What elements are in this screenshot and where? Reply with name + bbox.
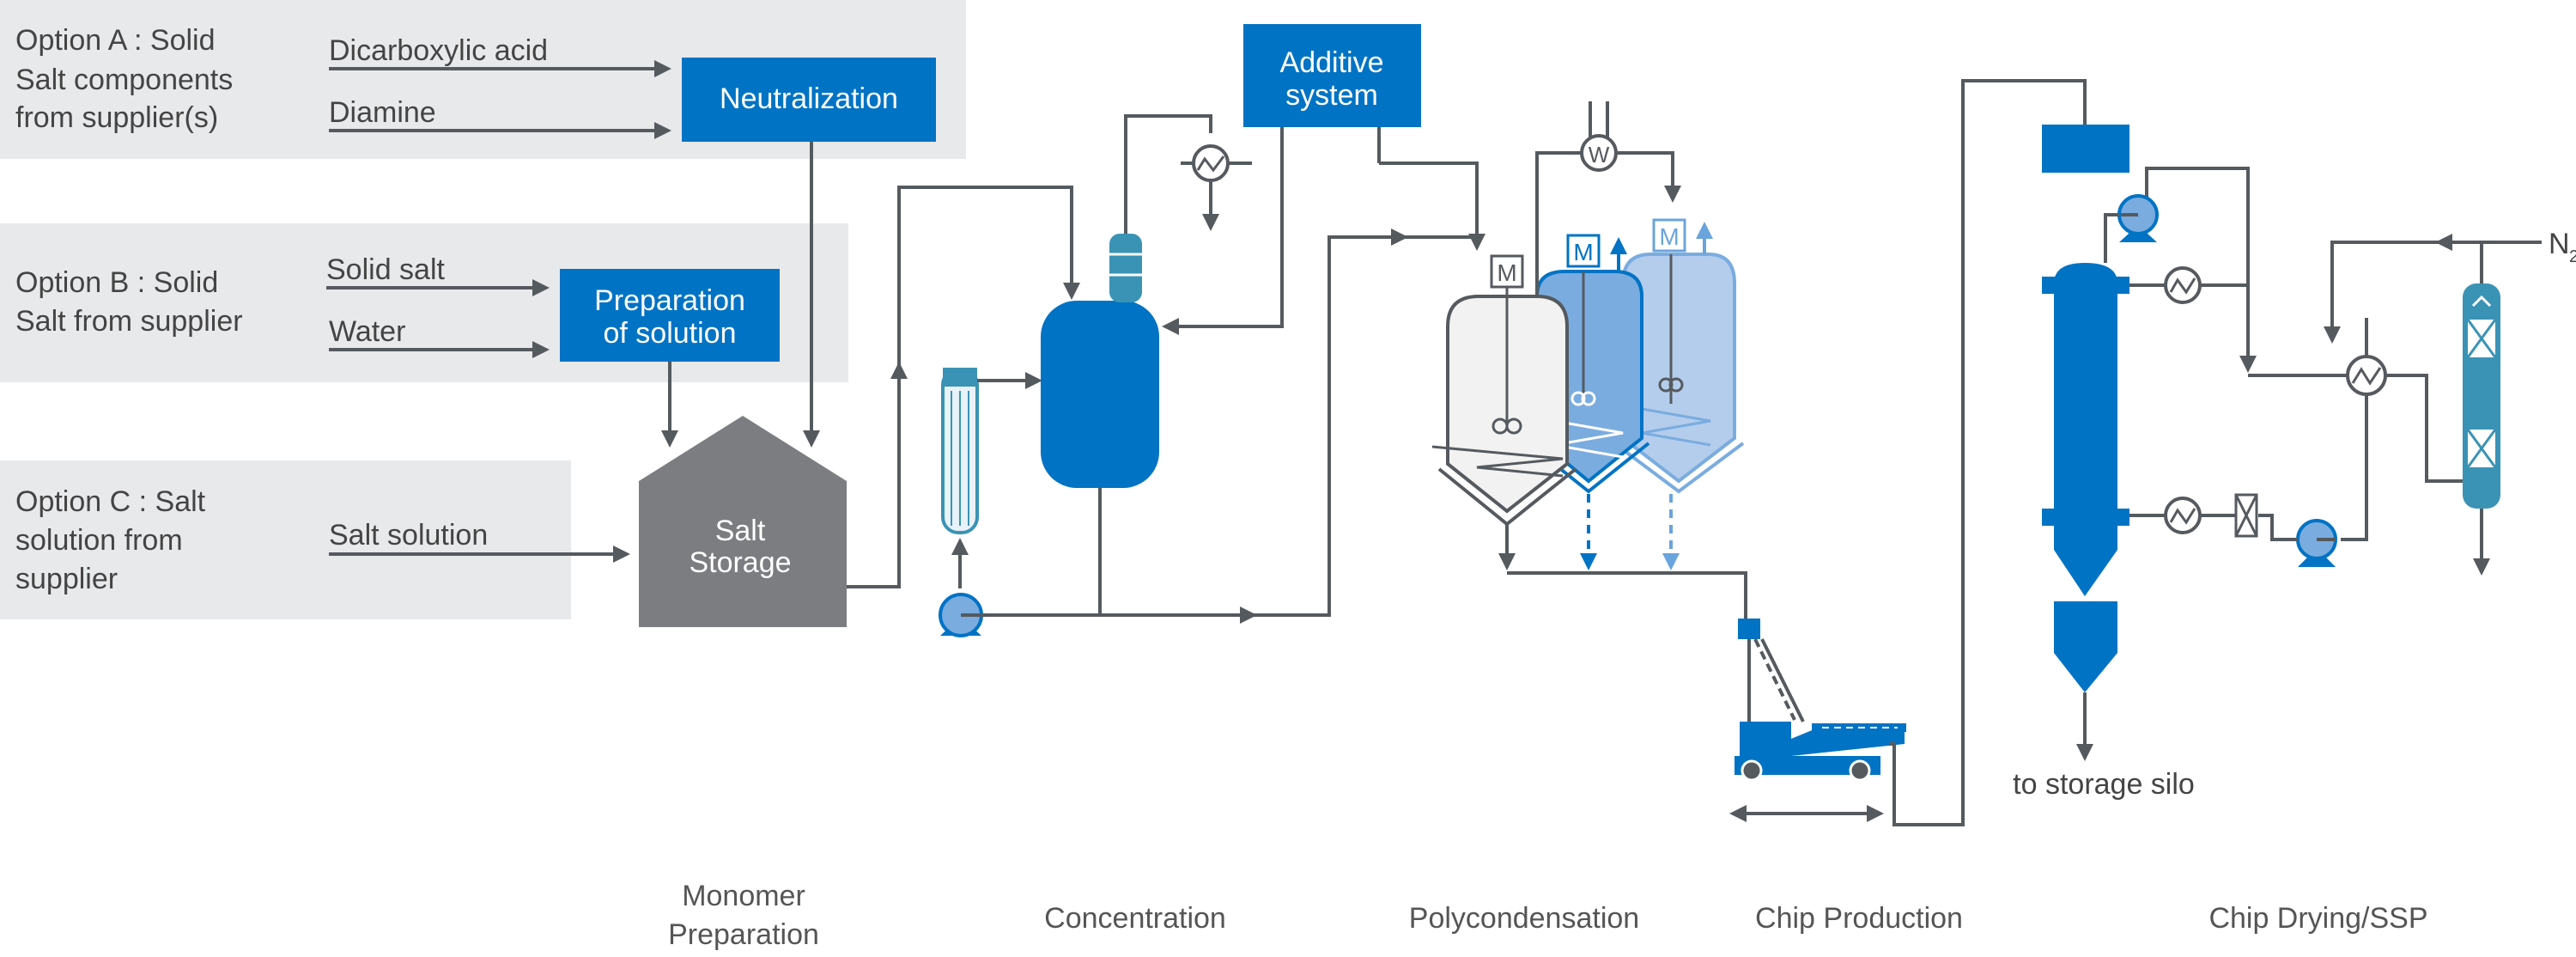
stage-monomer-line1: Monomer xyxy=(682,880,805,912)
additive-label-line2: system xyxy=(1285,79,1378,112)
stage-polycondensation: Polycondensation xyxy=(1409,902,1639,935)
preparation-label-line1: Preparation xyxy=(594,284,745,317)
cooler-top xyxy=(2054,601,2117,612)
gas-heater-zigzag xyxy=(2169,508,2196,525)
option-b-label-line1: Option B : Solid xyxy=(15,266,218,299)
input-diamine: Diamine xyxy=(329,96,436,129)
blower-bottom-icon xyxy=(2296,519,2337,567)
line-reactor-to-condenser xyxy=(1535,151,1582,296)
stage-chip-drying: Chip Drying/SSP xyxy=(2208,902,2427,935)
stage-concentration: Concentration xyxy=(1044,902,1226,935)
input-solid-salt: Solid salt xyxy=(326,253,446,286)
line-column-to-condenser xyxy=(1124,114,1212,234)
salt-storage-building xyxy=(639,416,847,627)
nitrogen-label: N xyxy=(2549,228,2570,260)
n2-purification-column xyxy=(2463,283,2500,509)
strand-die xyxy=(1738,619,1760,639)
option-a-label-line3: from supplier(s) xyxy=(15,101,218,134)
line-exchanger-down xyxy=(2341,394,2368,541)
line-gas-loop-right xyxy=(2200,283,2257,373)
motor-icon-1 xyxy=(1490,254,1524,289)
dryer-top-hopper xyxy=(2042,125,2129,173)
line-exchanger-to-column xyxy=(2385,374,2463,483)
input-dicarboxylic-acid: Dicarboxylic acid xyxy=(329,34,548,67)
option-a-label-line1: Option A : Solid xyxy=(15,24,216,57)
pelletizer-machine xyxy=(1735,722,1906,782)
gas-cooler-zigzag xyxy=(2169,277,2196,295)
motor-icon-2 xyxy=(1566,234,1601,268)
arrow-additive-to-concentrator xyxy=(1162,127,1284,335)
preparation-label-line2: of solution xyxy=(604,317,737,350)
neutralization-label: Neutralization xyxy=(720,82,898,115)
neutralization-box xyxy=(682,58,936,142)
strand-frame-right xyxy=(1760,638,1805,722)
arrow-condenser-out xyxy=(1616,151,1681,203)
line-chips-to-dryer xyxy=(1889,79,2087,826)
salt-storage-label-line1: Salt xyxy=(715,515,766,547)
option-c-label-line3: supplier xyxy=(15,563,118,595)
salt-storage-label-line2: Storage xyxy=(689,546,791,579)
line-storage-to-concentrator xyxy=(897,186,1080,371)
filter-symbol xyxy=(2234,493,2258,538)
concentrator-top-column xyxy=(1109,234,1142,302)
line-blower-to-filter xyxy=(2258,514,2298,541)
ssp-reactor xyxy=(2042,263,2129,596)
option-c-panel xyxy=(0,460,571,619)
condenser-symbol xyxy=(1192,144,1230,182)
stage-monomer-line2: Preparation xyxy=(668,918,819,951)
option-a-label-line2: Salt components xyxy=(15,64,233,96)
input-salt-solution: Salt solution xyxy=(329,519,488,552)
strand-dashed xyxy=(1753,638,1796,721)
condenser-zigzag xyxy=(1196,155,1225,173)
line-gas-loop-top xyxy=(2145,167,2250,285)
input-water: Water xyxy=(329,315,405,348)
motor-icon-3 xyxy=(1652,218,1686,253)
line-additive-to-reactor xyxy=(1379,162,1479,247)
preparation-box xyxy=(560,269,780,362)
nitrogen-subscript: 2 xyxy=(2569,247,2576,266)
motor-label-2: M xyxy=(1573,239,1593,265)
concentrator-vessel xyxy=(1041,301,1159,488)
blower-top-icon xyxy=(2117,194,2159,242)
line-to-strand-die xyxy=(1507,571,1747,622)
additive-system-box xyxy=(1243,24,1421,127)
option-c-label-line2: solution from xyxy=(15,524,183,557)
motor-label-1: M xyxy=(1497,259,1516,286)
additive-label-line1: Additive xyxy=(1280,46,1384,79)
line-storage-up xyxy=(847,362,908,588)
storage-silo-label: to storage silo xyxy=(2013,768,2195,801)
feed-pump-icon xyxy=(939,593,983,637)
reactor-1 xyxy=(1431,283,1577,527)
heat-exchanger-cap xyxy=(943,368,977,387)
arrow-to-polycondensation xyxy=(1254,229,1408,617)
option-b-label-line2: Salt from supplier xyxy=(15,305,243,338)
water-condenser-label: W xyxy=(1589,142,1610,168)
line-blower-to-dryer xyxy=(2104,213,2119,263)
option-c-label-line1: Option C : Salt xyxy=(15,485,206,518)
stage-chip-production: Chip Production xyxy=(1755,902,1963,935)
cooler-hopper xyxy=(2054,601,2117,692)
reactor-3 xyxy=(1613,253,1745,494)
heat-exchanger-zigzag xyxy=(2351,367,2382,386)
motor-label-3: M xyxy=(1659,223,1679,250)
arrow-feed-to-reactor xyxy=(1405,234,1485,251)
